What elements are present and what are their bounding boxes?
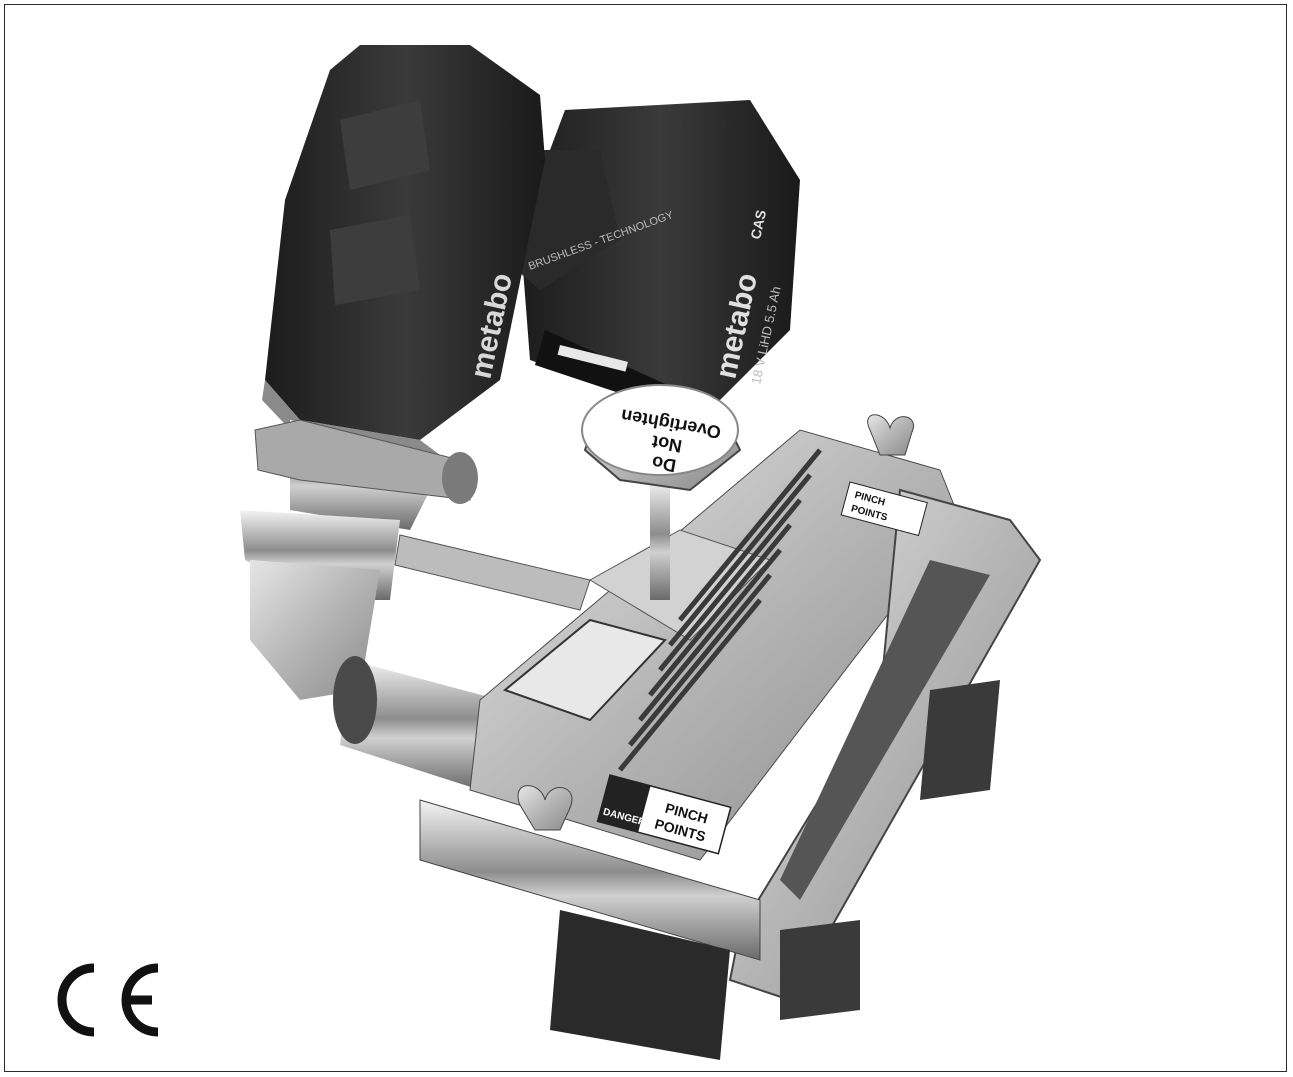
carriage-frame: [419, 429, 1042, 1060]
ce-mark-icon: [57, 963, 159, 1037]
knob-label-1: Do: [650, 452, 677, 476]
wing-nut-icon: [517, 414, 915, 831]
drive-shaft: [333, 656, 500, 790]
pinch-label-top: PINCH POINTS: [840, 481, 928, 537]
danger-label: DANGER PINCH POINTS: [596, 774, 732, 855]
battery-badge: CAS: [747, 208, 769, 240]
data-plate: [502, 618, 667, 722]
tension-knob: Do Not Overtighten: [581, 384, 742, 600]
